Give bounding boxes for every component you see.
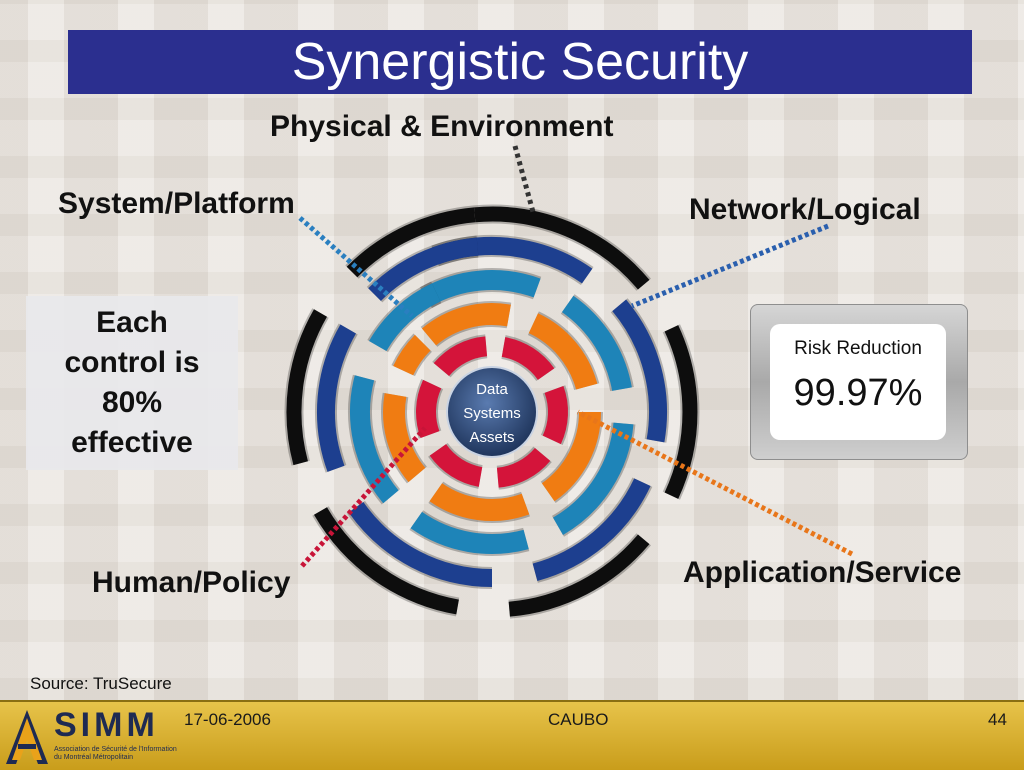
layer-label-application: Application/Service [683,556,962,589]
center-label-systems: Systems [463,405,521,422]
leader-line-human [300,426,427,568]
ring-human-segment [416,379,442,439]
ring-network-segment [532,478,651,581]
page-title: Synergistic Security [68,30,972,94]
ring-human-segment [429,443,483,487]
ring-human-segment [496,447,551,488]
ring-application-segment [383,393,426,483]
center-label-assets: Assets [469,429,514,446]
leader-line-system [298,216,414,318]
ring-network-segment [348,501,493,587]
ring-physical-segment [664,325,698,499]
center-hub [446,366,538,458]
ring-physical-segment [346,207,476,278]
ring-physical-segment [286,309,328,466]
risk-reduction-label: Risk Reduction [794,338,922,359]
ring-physical-segment [314,507,459,615]
ring-system-segment [421,270,541,307]
risk-reduction-panel: Risk Reduction 99.97% [750,304,968,460]
logo-wordmark: SIMM [54,706,159,744]
ring-application-segment [429,483,530,521]
ring-network-segment [368,237,479,302]
risk-reduction-card: Risk Reduction 99.97% [770,324,946,440]
layer-label-system: System/Platform [58,187,295,220]
footer-organization: CAUBO [548,710,609,729]
risk-reduction-value: 99.97% [793,372,923,414]
ring-application-segment [528,313,598,390]
page-number: 44 [988,710,1007,729]
ring-physical-segment [474,206,650,290]
ring-network-segment [317,324,357,472]
ring-application-segment [541,411,601,502]
security-rings-diagram: Data Systems Assets [284,145,854,619]
effectiveness-note-text: Each control is 80% effective [64,306,200,459]
center-label-data: Data [476,381,508,398]
ring-application-segment [421,303,511,346]
ring-human-segment [501,337,555,381]
leader-line-application [576,409,854,557]
layer-label-network: Network/Logical [689,193,921,226]
ring-physical-segment [508,534,650,617]
ring-human-segment [542,385,568,445]
layer-label-physical: Physical & Environment [270,110,614,143]
source-citation: Source: TruSecure [30,674,172,693]
logo-a-icon [6,710,48,764]
effectiveness-note: Each control is 80% effective [26,296,238,470]
ring-system-segment [561,295,632,392]
ring-segments [284,204,700,619]
leader-line-network [631,223,829,309]
ring-human-segment [433,336,488,377]
ring-application-segment [393,334,431,376]
ring-system-segment [410,511,529,554]
logo-subtitle: Association de Sécurité de l'Information… [54,746,177,761]
layer-label-human: Human/Policy [92,566,291,599]
ring-system-segment [369,283,441,352]
ring-network-segment [612,299,668,443]
footer-date: 17-06-2006 [184,710,271,729]
ring-system-segment [350,375,399,504]
leader-line-physical [512,145,536,213]
footer-bar: SIMM Association de Sécurité de l'Inform… [0,700,1024,770]
ring-system-segment [552,422,634,535]
asimm-logo: SIMM Association de Sécurité de l'Inform… [4,704,182,768]
